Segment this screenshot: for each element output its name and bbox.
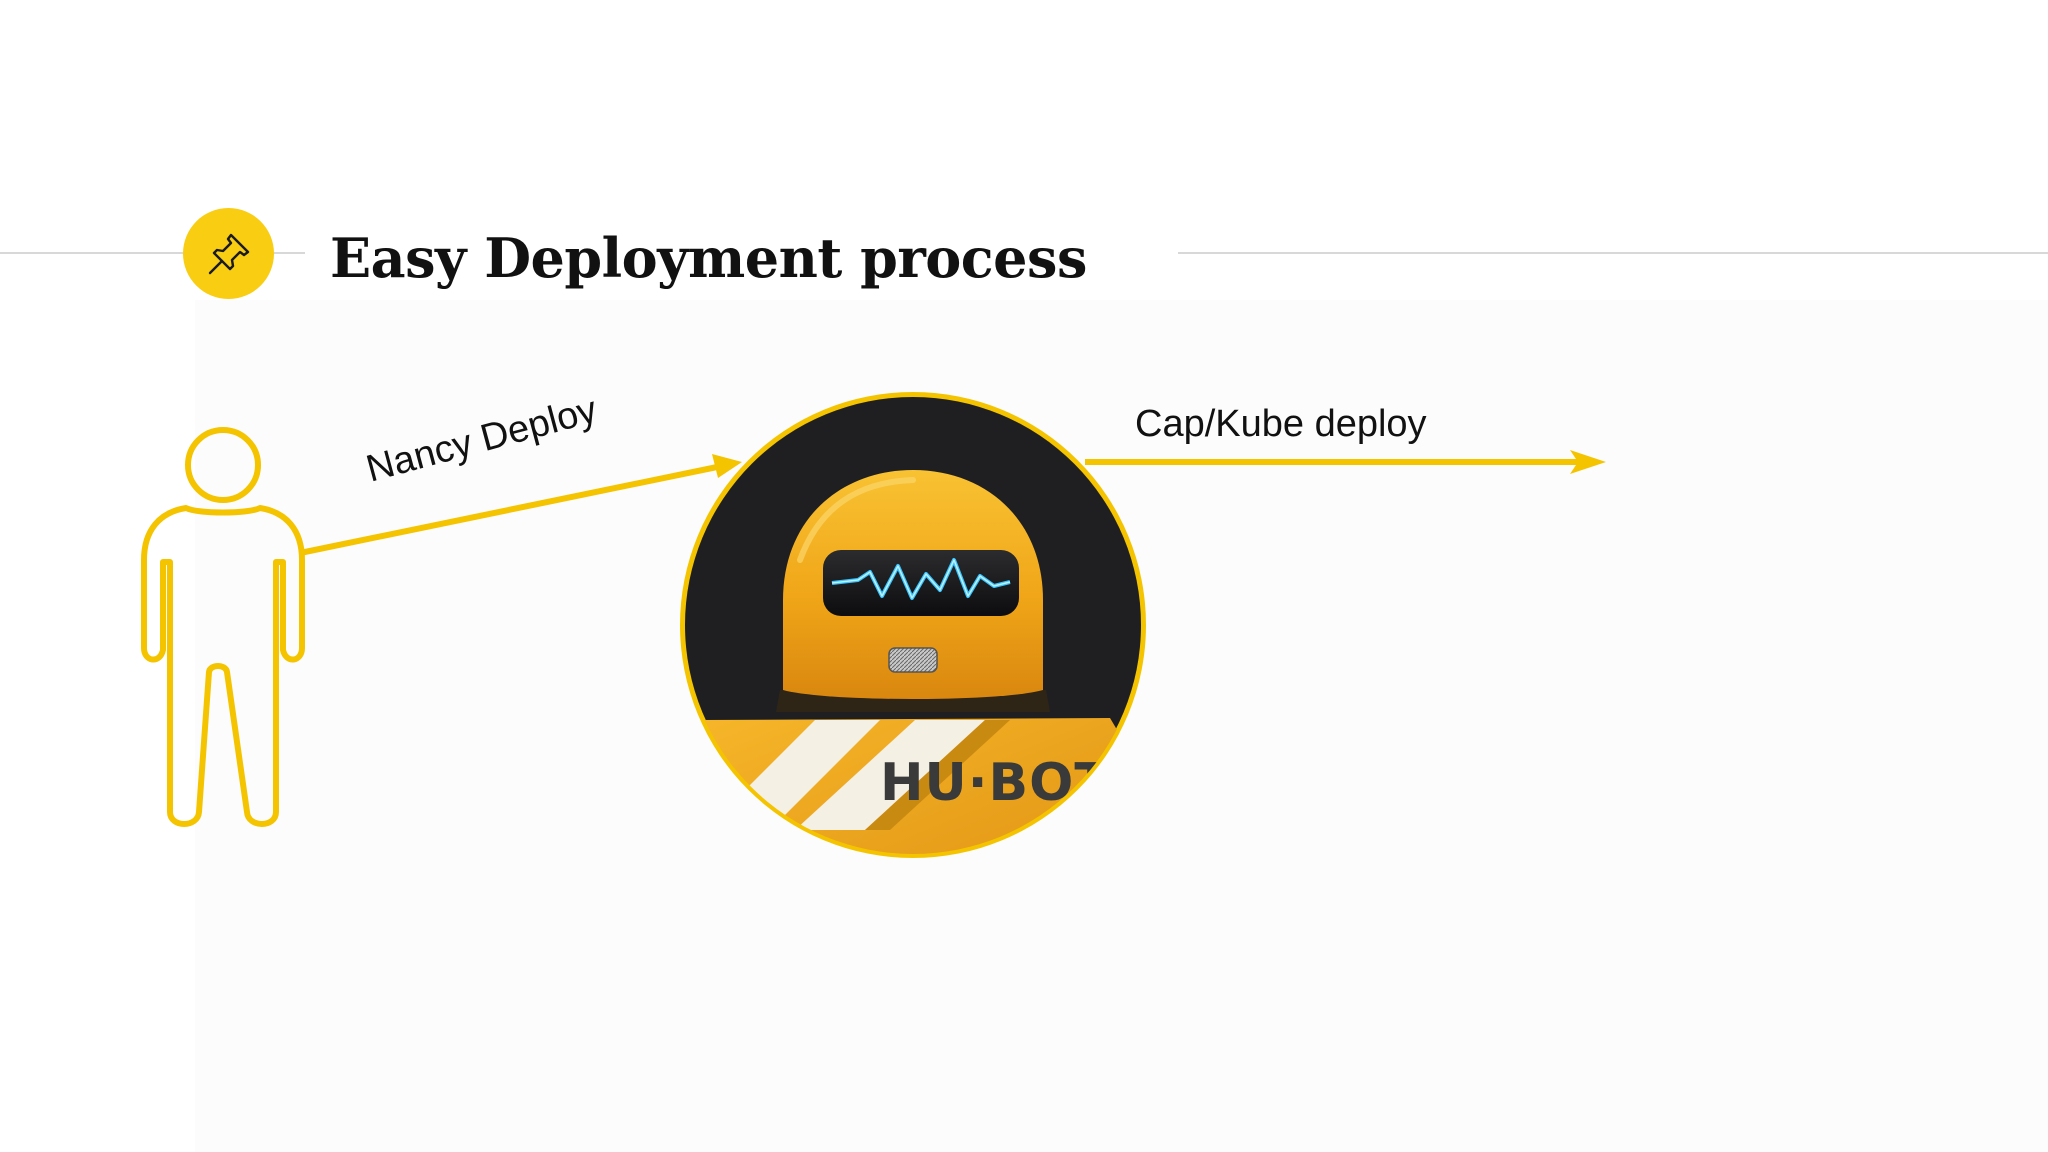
arrow-nancy-deploy — [299, 454, 742, 556]
pushpin-icon — [183, 208, 274, 299]
hubot-logo: HU·BOT — [680, 392, 1146, 858]
arrow-cap-kube-deploy — [1085, 450, 1606, 474]
edge-label-cap-kube-deploy: Cap/Kube deploy — [1135, 403, 1427, 445]
slide-title: Easy Deployment process — [330, 226, 1087, 290]
divider-right — [1178, 252, 2048, 254]
svg-text:HU·BOT: HU·BOT — [880, 753, 1111, 813]
person-outline-icon — [141, 427, 305, 827]
divider-left — [0, 252, 305, 254]
